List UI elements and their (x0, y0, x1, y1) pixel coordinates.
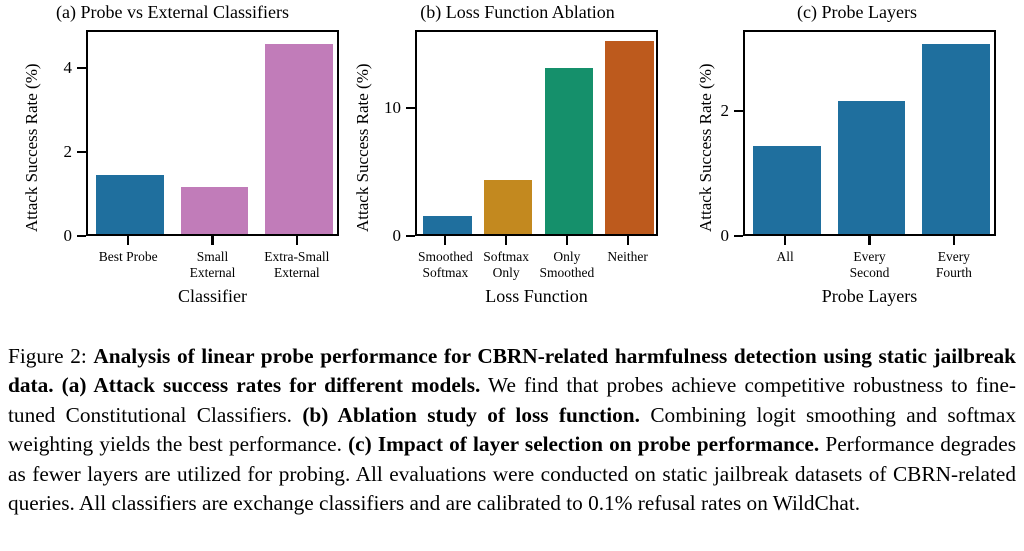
plot-area (743, 30, 996, 236)
y-tick-mark (406, 234, 415, 238)
bar[interactable] (96, 174, 164, 234)
bar[interactable] (837, 101, 906, 234)
y-tick-mark (77, 66, 86, 69)
x-tick-label: Smoothed Softmax (417, 249, 473, 280)
x-axis-label: Loss Function (485, 286, 588, 306)
x-tick-label: All (776, 249, 794, 264)
x-tick-mark (626, 236, 629, 245)
chart-title: (a) Probe vs External Classifiers (56, 2, 289, 22)
plot-area (86, 30, 339, 236)
y-tick-mark (77, 234, 86, 238)
bar[interactable] (544, 67, 594, 234)
bar[interactable] (753, 145, 821, 234)
chart-title: (c) Probe Layers (797, 2, 917, 22)
x-tick-label: Extra-Small External (264, 249, 330, 280)
caption-bold-segment: Analysis of linear probe performance for… (8, 344, 1016, 398)
y-tick-label: 10 (384, 98, 401, 118)
x-tick-label: Softmax Only (483, 249, 529, 280)
x-tick-mark (952, 236, 955, 245)
x-tick-label: Small External (189, 249, 236, 280)
y-tick-mark (406, 106, 415, 110)
bar[interactable] (423, 216, 472, 234)
y-tick-mark (77, 150, 86, 153)
x-tick-mark (784, 236, 787, 245)
chart-title: (b) Loss Function Ablation (420, 2, 615, 22)
y-tick-label: 2 (720, 101, 730, 121)
caption-text-segment (54, 373, 62, 397)
x-tick-mark (868, 236, 871, 245)
x-tick-mark (444, 236, 447, 245)
y-axis-label: Attack Success Rate (%) (353, 63, 372, 232)
x-axis-label: Probe Layers (821, 286, 918, 306)
caption-text-segment: Combining logit smoothing and softmax we… (8, 402, 1016, 457)
x-tick-label: Every Second (849, 249, 890, 280)
figure-number: Figure 2: (8, 344, 94, 368)
y-axis-label: Attack Success Rate (%) (696, 63, 715, 232)
bar[interactable] (265, 43, 333, 234)
y-tick-mark (734, 110, 743, 113)
y-tick-label: 2 (63, 141, 73, 161)
x-tick-mark (295, 236, 298, 245)
x-tick-mark (211, 236, 214, 245)
caption-bold-segment: (c) Impact of layer selection on probe p… (348, 432, 820, 457)
caption-text-segment: Performance degrades as fewer layers are… (8, 432, 1016, 516)
y-tick-label: 0 (63, 226, 73, 245)
x-tick-label: Neither (607, 249, 648, 264)
caption-bold-segment: (a) Attack success rates for different m… (61, 373, 481, 398)
x-tick-label: Only Smoothed (539, 249, 595, 280)
caption-bold-segment: (b) Ablation study of loss function. (302, 402, 640, 427)
bar[interactable] (180, 186, 249, 234)
x-tick-label: Every Fourth (935, 249, 972, 280)
figure-caption: Figure 2: Analysis of linear probe perfo… (8, 342, 1016, 518)
y-tick-label: 0 (392, 226, 402, 245)
y-tick-mark (734, 234, 743, 238)
y-tick-label: 4 (63, 57, 73, 77)
y-tick-label: 0 (720, 226, 730, 245)
x-tick-label: Best Probe (98, 249, 158, 264)
bar[interactable] (922, 43, 990, 234)
plot-area (415, 30, 658, 236)
x-tick-mark (565, 236, 568, 245)
x-axis-label: Classifier (178, 286, 247, 306)
x-tick-mark (505, 236, 508, 245)
bar[interactable] (605, 40, 654, 234)
bar[interactable] (483, 180, 533, 234)
caption-text-segment: We find that probes achieve competitive … (8, 373, 1016, 427)
x-tick-mark (127, 236, 130, 245)
